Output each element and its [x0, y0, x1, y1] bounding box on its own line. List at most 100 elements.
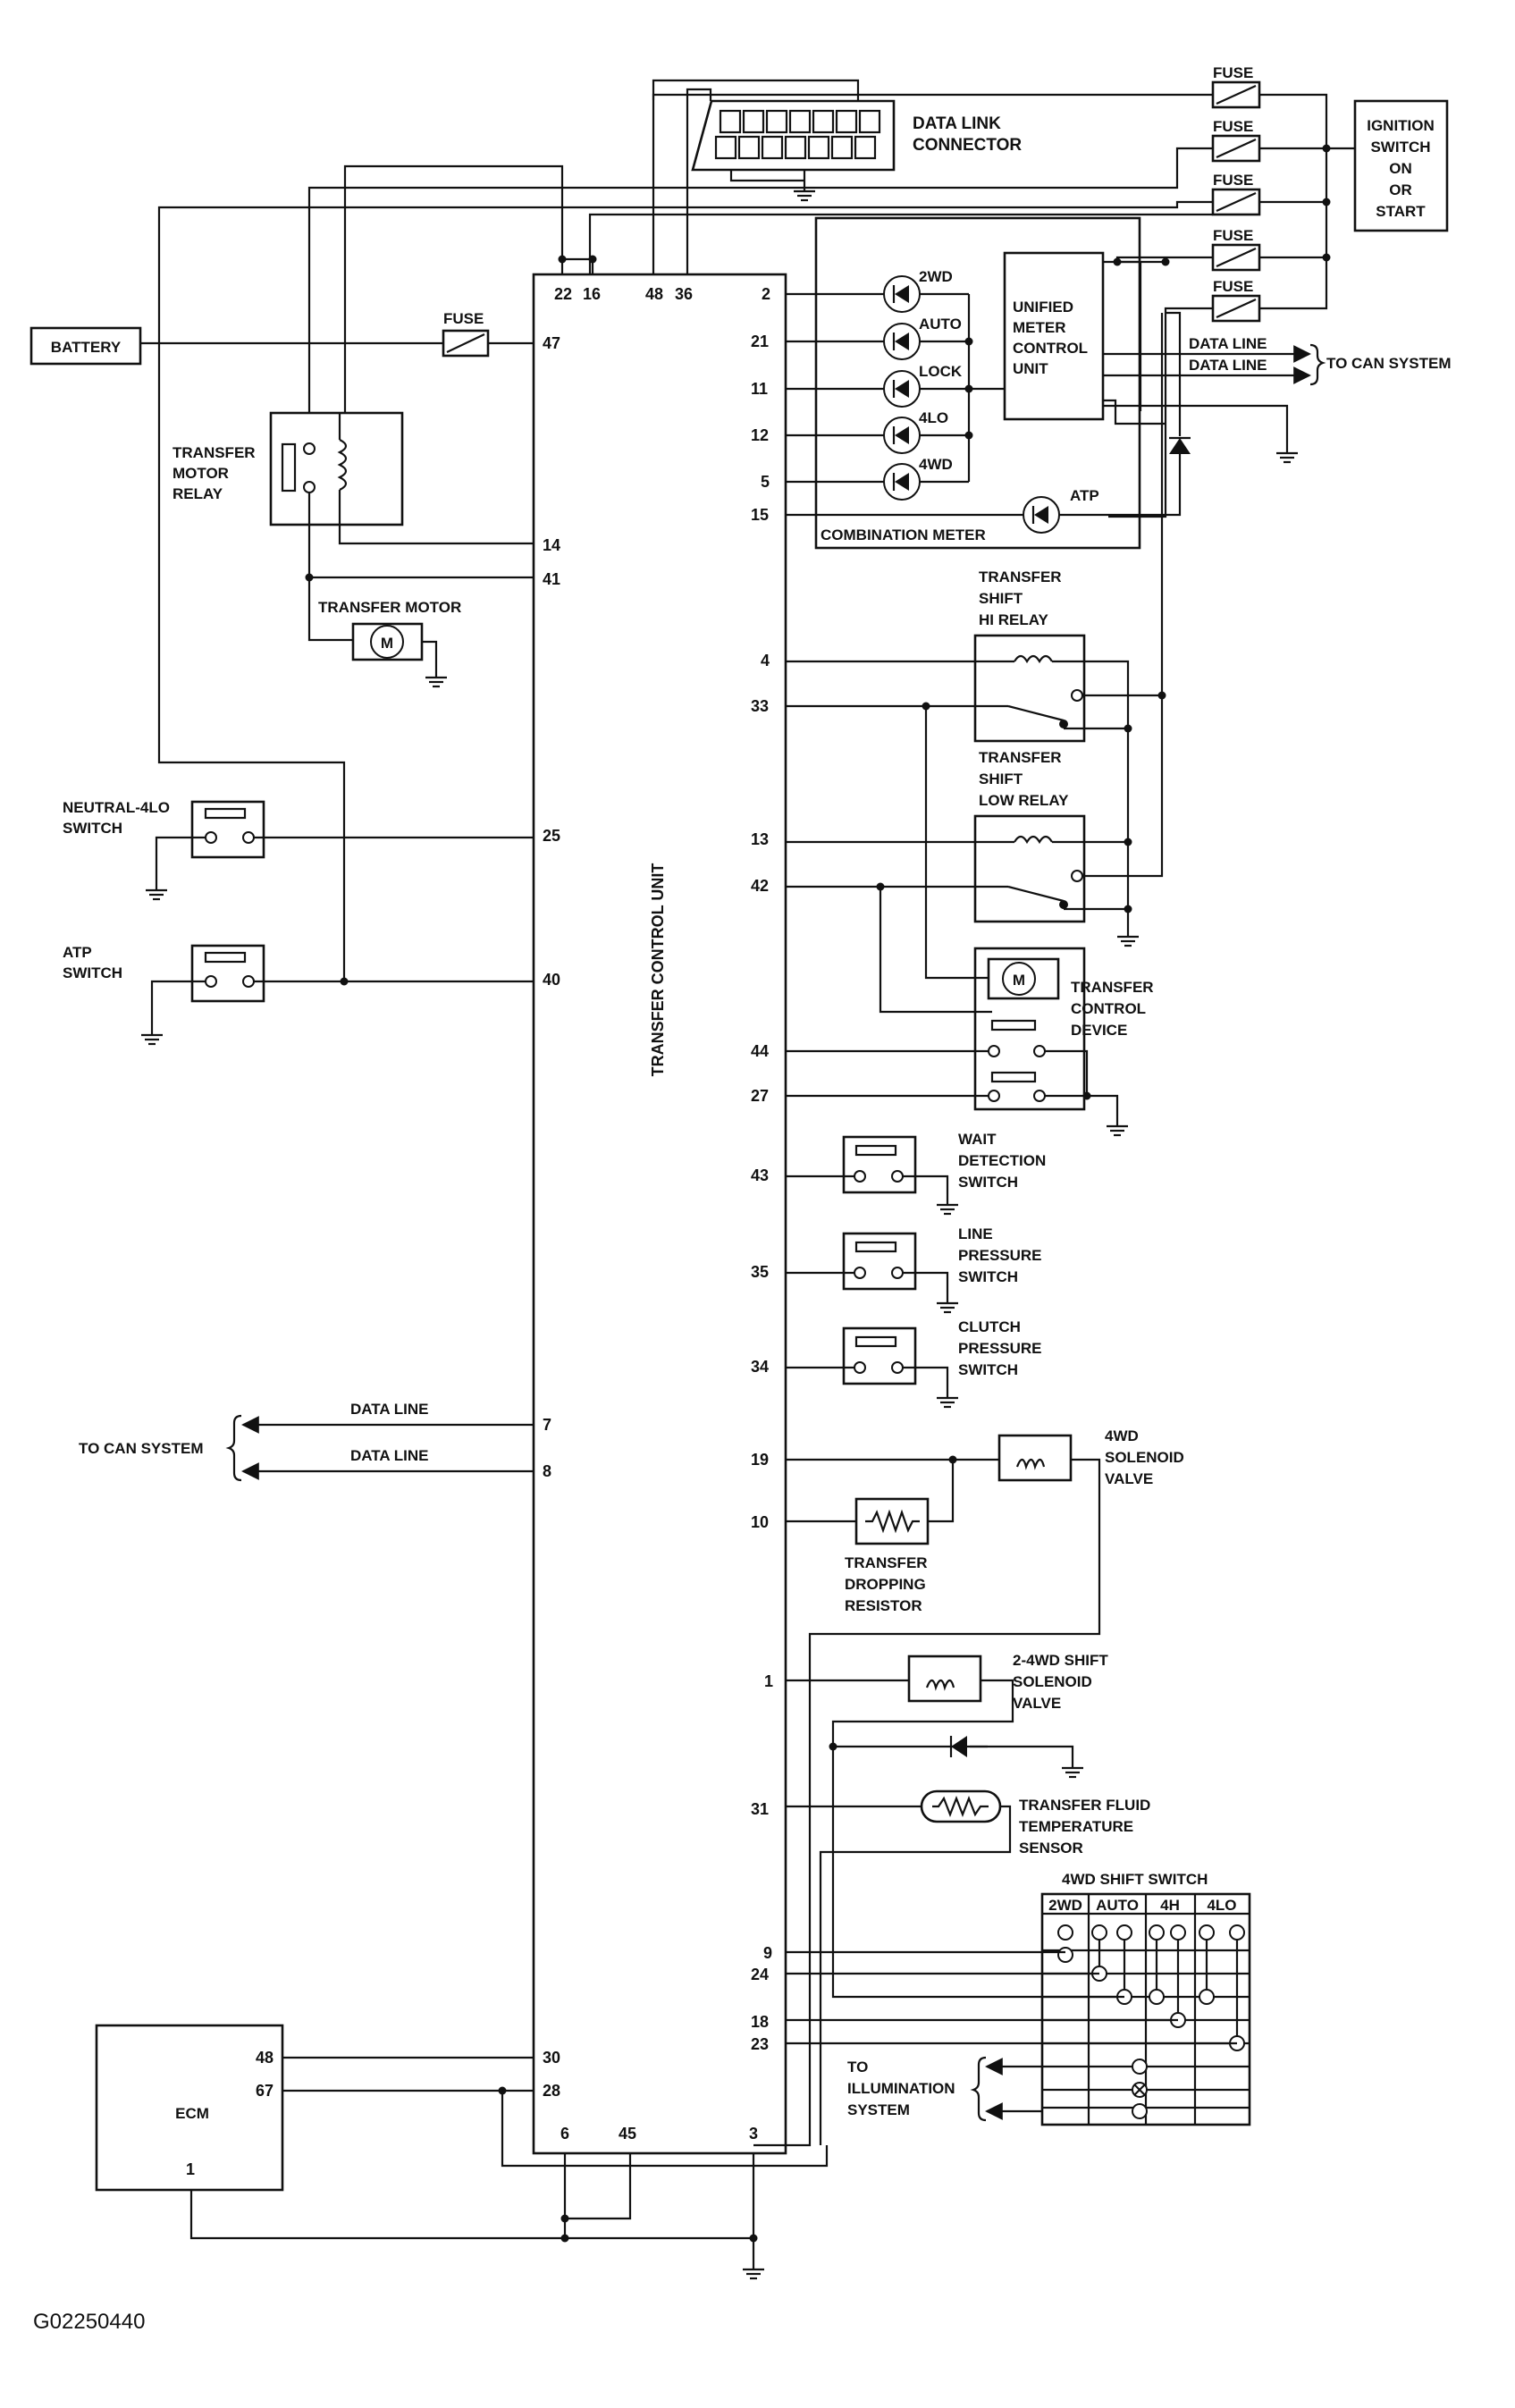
transfer-motor-label: TRANSFER MOTOR [318, 599, 461, 616]
neutral-4lo-switch: NEUTRAL-4LO SWITCH [63, 799, 265, 859]
led-lock-icon [883, 370, 921, 408]
tcu-pin-10: 10 [751, 1513, 769, 1531]
ecm-pin-1: 1 [186, 2160, 195, 2178]
dlc-label-2: CONNECTOR [913, 136, 1022, 155]
low-relay-label-3: LOW RELAY [979, 792, 1069, 809]
clutch-pressure-label-3: SWITCH [958, 1361, 1018, 1378]
low-relay-label-1: TRANSFER [979, 749, 1062, 766]
led-label-atp: ATP [1070, 487, 1099, 504]
ignition-switch: IGNITION SWITCH ON OR START [1353, 99, 1449, 232]
transfer-control-device: M TRANSFER CONTROL DEVICE [973, 947, 1154, 1111]
right-data-line-1: DATA LINE [1189, 335, 1267, 352]
tcu-pin-14: 14 [543, 536, 560, 554]
tcu-ground-icon [741, 2257, 766, 2280]
tcu-pin-15: 15 [751, 506, 769, 524]
wait-label-3: SWITCH [958, 1174, 1018, 1191]
led-4wd-icon [883, 463, 921, 501]
led-label-auto: AUTO [919, 316, 962, 333]
umcu-label-3: CONTROL [1013, 340, 1088, 357]
ignition-label-5: START [1376, 203, 1426, 220]
resistor-label-3: RESISTOR [845, 1597, 922, 1614]
tcu-pin-8: 8 [543, 1462, 551, 1480]
sol4wd-label-1: 4WD [1105, 1427, 1139, 1444]
clutch-pressure-label-1: CLUTCH [958, 1318, 1021, 1335]
meter-diode-icon [1169, 438, 1191, 454]
n4lo-label-1: NEUTRAL-4LO [63, 799, 170, 816]
right-can-data-lines: DATA LINE DATA LINE TO CAN SYSTEM [1103, 335, 1451, 386]
tcu-pin-43: 43 [751, 1166, 769, 1184]
transfer-motor-relay: TRANSFER MOTOR RELAY [173, 411, 404, 526]
transfer-shift-low-relay: TRANSFER SHIFT LOW RELAY [973, 749, 1086, 923]
battery: BATTERY [29, 326, 142, 366]
wait-label-1: WAIT [958, 1131, 997, 1148]
ss-col-2wd: 2WD [1048, 1897, 1082, 1914]
tmr-label-1: TRANSFER [173, 444, 256, 461]
umcu-label-2: METER [1013, 319, 1066, 336]
wait-ground-icon [935, 1192, 960, 1216]
ignition-label-4: OR [1389, 181, 1412, 198]
solenoid-ground-icon [1060, 1755, 1085, 1779]
sol24-label-1: 2-4WD SHIFT [1013, 1652, 1108, 1669]
dlc-ground-icon [792, 179, 817, 202]
dlc-label-1: DATA LINK [913, 114, 1001, 133]
tcu-pin-41: 41 [543, 570, 560, 588]
tcu-label: TRANSFER CONTROL UNIT [649, 863, 667, 1077]
umcu-label-1: UNIFIED [1013, 299, 1073, 316]
fuse-label-5: FUSE [1213, 278, 1253, 295]
left-data-line-1: DATA LINE [350, 1401, 429, 1418]
diagram-code: G02250440 [33, 2310, 145, 2334]
solenoid-diode-icon [951, 1736, 967, 1757]
sol24-label-2: SOLENOID [1013, 1673, 1092, 1690]
fuse-label-4: FUSE [1213, 227, 1253, 244]
led-label-2wd: 2WD [919, 268, 953, 285]
line-pressure-ground-icon [935, 1291, 960, 1314]
shift-switch-4wd: 4WD SHIFT SWITCH 2WD AUTO 4H 4LO [1040, 1871, 1251, 2126]
combination-meter-label: COMBINATION METER [821, 526, 986, 543]
fuse-label-2: FUSE [1213, 118, 1253, 135]
dropping-resistor: TRANSFER DROPPING RESISTOR [845, 1497, 930, 1614]
tcu-pin-25: 25 [543, 827, 560, 845]
ss-col-4h: 4H [1160, 1897, 1180, 1914]
illumination-label-2: ILLUMINATION [847, 2080, 955, 2097]
fuse-label-3: FUSE [1213, 172, 1253, 189]
indicator-leds [883, 275, 1060, 534]
resistor-label-2: DROPPING [845, 1576, 926, 1593]
tmr-label-2: MOTOR [173, 465, 229, 482]
ss-col-4lo: 4LO [1207, 1897, 1236, 1914]
line-pressure-label-1: LINE [958, 1225, 993, 1242]
tcu-pin-35: 35 [751, 1263, 769, 1281]
transfer-shift-hi-relay: TRANSFER SHIFT HI RELAY [973, 568, 1086, 743]
tcu-pin-7: 7 [543, 1416, 551, 1434]
tcu-pin-12: 12 [751, 426, 769, 444]
tcu-pin-24: 24 [751, 1966, 769, 1983]
wait-detection-switch: WAIT DETECTION SWITCH [842, 1131, 1046, 1194]
tcu-pin-34: 34 [751, 1358, 769, 1376]
tcu-pin-33: 33 [751, 697, 769, 715]
led-2wd-icon [883, 275, 921, 313]
transfer-control-unit: TRANSFER CONTROL UNIT 22 16 48 36 6 45 3… [532, 273, 787, 2155]
led-auto-icon [883, 323, 921, 360]
tcu-pin-48-top: 48 [645, 285, 663, 303]
atp-ground-icon [139, 1023, 164, 1046]
left-to-can-system: TO CAN SYSTEM [79, 1440, 203, 1457]
tcd-ground-icon [1105, 1114, 1130, 1137]
meter-ground-icon [1275, 441, 1300, 464]
hi-relay-label-1: TRANSFER [979, 568, 1062, 585]
umcu-label-4: UNIT [1013, 360, 1048, 377]
illumination-leads: TO ILLUMINATION SYSTEM [847, 2056, 1042, 2122]
tcu-pin-28: 28 [543, 2082, 560, 2100]
fts-label-2: TEMPERATURE [1019, 1818, 1133, 1835]
tcu-pin-23: 23 [751, 2035, 769, 2053]
shift-solenoid-2-4wd: 2-4WD SHIFT SOLENOID VALVE [907, 1652, 1108, 1712]
tcu-pin-31: 31 [751, 1800, 769, 1818]
hi-relay-label-2: SHIFT [979, 590, 1023, 607]
tcu-pin-27: 27 [751, 1087, 769, 1105]
tcu-pin-19: 19 [751, 1451, 769, 1469]
battery-label: BATTERY [51, 339, 122, 356]
tcu-pin-30: 30 [543, 2049, 560, 2067]
left-can-data-lines: DATA LINE DATA LINE TO CAN SYSTEM [79, 1401, 534, 1482]
illumination-label-3: SYSTEM [847, 2101, 910, 2118]
led-label-4wd: 4WD [919, 456, 953, 473]
low-relay-label-2: SHIFT [979, 770, 1023, 787]
